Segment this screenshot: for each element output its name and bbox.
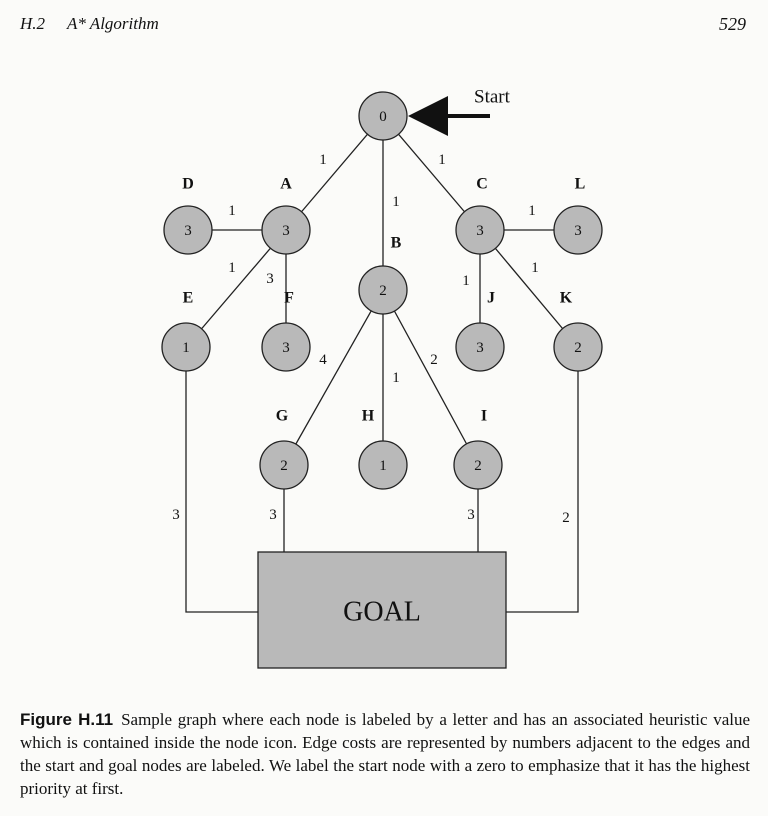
edge-layer — [185, 115, 579, 613]
node-L: 3 — [553, 205, 603, 255]
edge-cost-A-E: 1 — [228, 260, 236, 276]
node-letter-label: L — [575, 176, 586, 193]
node-letter-label: I — [481, 408, 487, 425]
edge-B-I — [382, 289, 479, 466]
node-J: 3 — [455, 322, 505, 372]
edge-cost-I-goal: 3 — [467, 507, 475, 523]
node-letter-label: H — [362, 408, 375, 425]
node-letter-label: K — [560, 290, 573, 307]
running-head: H.2 A* Algorithm — [20, 14, 159, 34]
edge-C-K — [479, 229, 579, 348]
node-letter-label: E — [183, 290, 194, 307]
node-heuristic-value: 3 — [574, 223, 582, 239]
node-letter-label: B — [391, 235, 402, 252]
edge-cost-A-F: 3 — [266, 271, 274, 287]
node-E: 1 — [161, 322, 211, 372]
node-letter-label: F — [284, 290, 294, 307]
edge-cost-B-H: 1 — [392, 370, 400, 386]
edge-K-goal — [506, 371, 579, 613]
goal-label: GOAL — [343, 597, 421, 628]
node-K: 2 — [553, 322, 603, 372]
edge-cost-E-goal: 3 — [172, 507, 180, 523]
node-H: 1 — [358, 440, 408, 490]
node-circle — [163, 205, 213, 255]
edge-A-E — [185, 229, 287, 348]
node-B: 2 — [358, 265, 408, 315]
caption-text: Sample graph where each node is labeled … — [20, 710, 751, 798]
node-letter-label: A — [280, 176, 292, 193]
cost-layer: 1 1 1 1 1 3 1 1 1 4 1 2 3 3 3 2 — [172, 152, 570, 526]
edge-cost-A-D: 1 — [228, 203, 236, 219]
node-heuristic-value: 1 — [182, 340, 190, 356]
node-heuristic-value: 2 — [474, 458, 482, 474]
node-heuristic-value: 3 — [476, 223, 484, 239]
edge-cost-start-A: 1 — [319, 152, 327, 168]
edge-cost-C-J: 1 — [462, 273, 470, 289]
node-circle — [261, 205, 311, 255]
node-circle — [261, 322, 311, 372]
node-heuristic-value: 3 — [282, 223, 290, 239]
node-circle — [358, 91, 408, 141]
node-A: 3 — [261, 205, 311, 255]
page-number: 529 — [719, 14, 746, 34]
node-circle — [358, 440, 408, 490]
edge-start-C — [382, 115, 481, 231]
node-F: 3 — [261, 322, 311, 372]
node-heuristic-value: 2 — [574, 340, 582, 356]
node-letter-label: D — [182, 176, 194, 193]
edge-cost-C-K: 1 — [531, 260, 539, 276]
node-D: 3 — [163, 205, 213, 255]
edge-cost-B-I: 2 — [430, 352, 438, 368]
node-I: 2 — [453, 440, 503, 490]
node-letter-label: C — [476, 176, 488, 193]
node-heuristic-value: 1 — [379, 458, 387, 474]
node-heuristic-value: 3 — [476, 340, 484, 356]
node-circle — [455, 205, 505, 255]
node-circle — [161, 322, 211, 372]
node-G: 2 — [259, 440, 309, 490]
edge-cost-start-B: 1 — [392, 194, 400, 210]
node-circle — [553, 322, 603, 372]
start-label: Start — [474, 87, 511, 108]
node-heuristic-value: 2 — [280, 458, 288, 474]
edge-B-G — [283, 289, 384, 466]
node-circle — [553, 205, 603, 255]
node-heuristic-value: 0 — [379, 109, 387, 125]
caption-label: Figure H.11 — [20, 710, 114, 729]
node-heuristic-value: 3 — [184, 223, 192, 239]
node-C: 3 — [455, 205, 505, 255]
edge-start-A — [285, 115, 384, 231]
node-circle — [259, 440, 309, 490]
node-circle — [455, 322, 505, 372]
node-circle — [453, 440, 503, 490]
node-letter-label: J — [487, 290, 495, 307]
edge-cost-B-G: 4 — [319, 352, 327, 368]
node-heuristic-value: 2 — [379, 283, 387, 299]
edge-E-goal — [185, 371, 258, 613]
goal-node-box — [257, 551, 507, 669]
node-heuristic-value: 3 — [282, 340, 290, 356]
section-number: H.2 — [20, 14, 46, 33]
edge-cost-G-goal: 3 — [269, 507, 277, 523]
edge-cost-C-L: 1 — [528, 203, 536, 219]
node-start: 0 — [358, 91, 408, 141]
edge-cost-start-C: 1 — [438, 152, 446, 168]
node-circle — [358, 265, 408, 315]
node-letter-label: G — [276, 408, 289, 425]
edge-cost-K-goal: 2 — [562, 510, 570, 526]
section-title: A* Algorithm — [66, 14, 159, 33]
